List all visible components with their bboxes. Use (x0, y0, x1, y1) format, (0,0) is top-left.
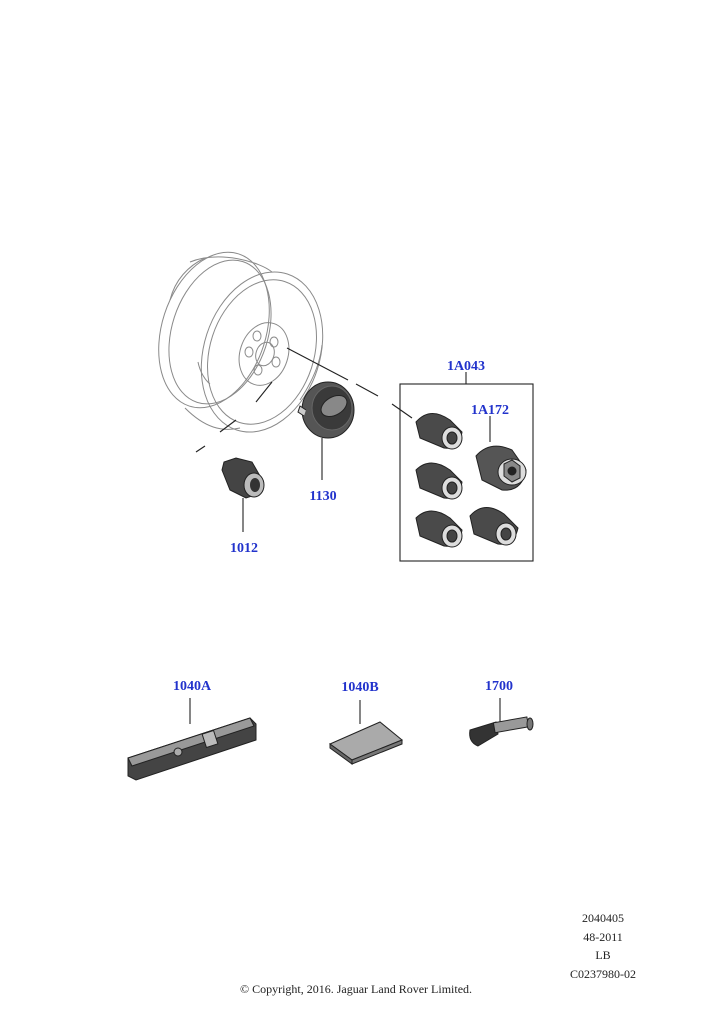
wheel-weight-1040b (329, 721, 403, 765)
locking-key-1a172 (475, 445, 527, 491)
part-label-1040a[interactable]: 1040A (173, 679, 212, 694)
wheel-weight-1040a (127, 717, 257, 781)
part-label-1700[interactable]: 1700 (485, 679, 513, 694)
part-label-1a172[interactable]: 1A172 (471, 403, 509, 418)
alloy-wheel-illustration (158, 251, 324, 433)
part-label-1a043[interactable]: 1A043 (447, 359, 485, 374)
drawing-number: C0237980-02 (570, 966, 636, 981)
part-label-1012[interactable]: 1012 (230, 541, 258, 556)
part-label-1130[interactable]: 1130 (309, 489, 336, 504)
center-cap-1130 (297, 381, 355, 439)
dashed-leader-lines (195, 347, 413, 453)
model-code: LB (595, 948, 611, 962)
locking-nuts-illustration (415, 413, 519, 548)
tyre-valve-1700 (469, 716, 534, 747)
part-label-1040b[interactable]: 1040B (341, 680, 378, 695)
copyright-notice: © Copyright, 2016. Jaguar Land Rover Lim… (239, 982, 473, 996)
revision-date: 48-2011 (583, 929, 623, 944)
drawing-metadata: 2040405 48-2011 LB C0237980-02 (558, 909, 648, 983)
reference-number: 2040405 (582, 911, 624, 925)
wheel-nut-1012 (221, 457, 265, 499)
